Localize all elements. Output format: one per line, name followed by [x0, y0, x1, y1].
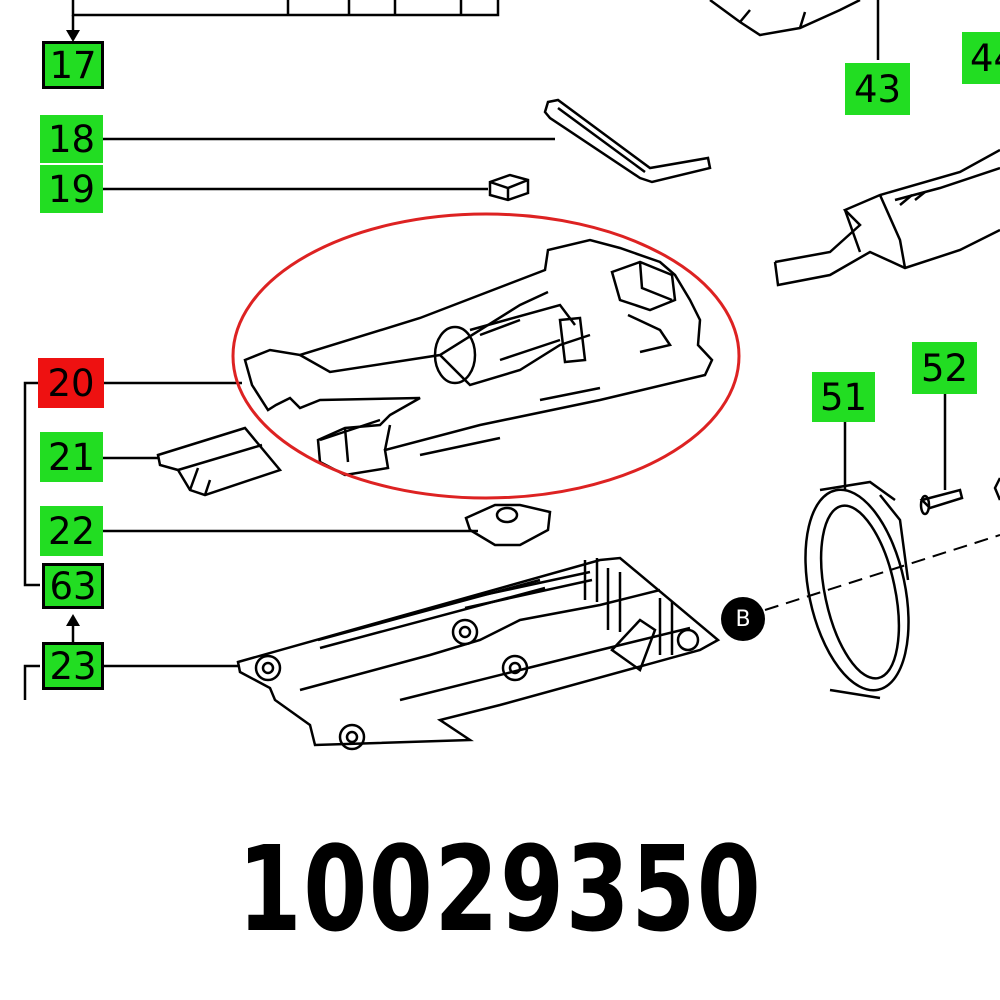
arrow-63-head: [66, 614, 80, 626]
label-51: 51: [812, 372, 875, 422]
label-18: 18: [40, 115, 103, 163]
label-43: 43: [845, 63, 910, 115]
part-21-slide: [156, 426, 283, 497]
label-23: 23: [42, 642, 104, 690]
dashed-axis: [764, 534, 1000, 611]
part-20-housing: [243, 238, 714, 477]
label-19: 19: [40, 165, 103, 213]
label-21: 21: [40, 432, 103, 482]
label-17: 17: [42, 41, 104, 89]
part-grip-top: [709, 0, 861, 37]
bracket-20-63: [23, 381, 40, 587]
label-63: 63: [42, 563, 104, 609]
label-52: 52: [912, 342, 977, 394]
label-22: 22: [40, 506, 103, 556]
part-18-hex-key: [543, 98, 712, 184]
part-51-ring: [804, 480, 910, 700]
bracket-23-left: [23, 664, 40, 700]
part-19-nut: [488, 173, 530, 202]
label-44: 44: [962, 32, 1000, 84]
top-bracket-line: [71, 0, 500, 17]
part-number: 10029350: [237, 820, 763, 958]
highlight-ellipse: [231, 212, 741, 500]
label-20: 20: [38, 358, 104, 408]
part-44-handle: [773, 148, 1000, 287]
part-52-screw: [919, 477, 1000, 516]
part-22-clamp: [464, 503, 552, 547]
part-23-base-plate: [236, 556, 721, 751]
arrow-17-head: [66, 30, 80, 42]
reference-marker-b: B: [721, 597, 765, 641]
